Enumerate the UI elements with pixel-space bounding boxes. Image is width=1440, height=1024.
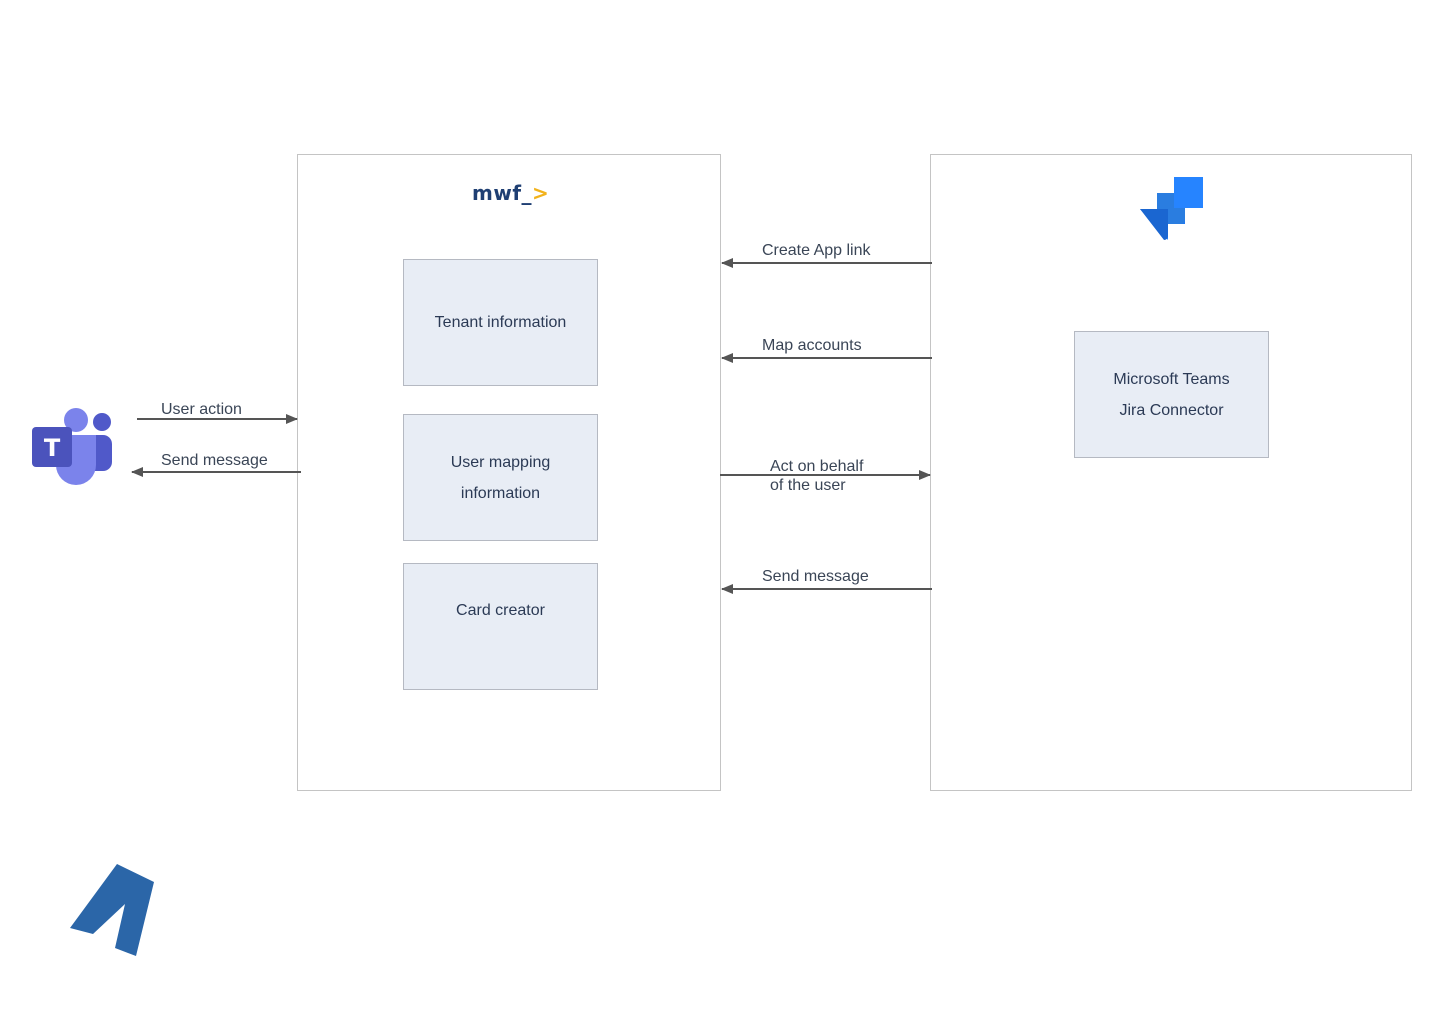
map-accounts-label: Map accounts (762, 337, 862, 354)
card-creator-box: Card creator (403, 563, 598, 690)
act-on-behalf-label: Act on behalf of the user (770, 458, 864, 494)
create-app-link-label: Create App link (762, 242, 871, 259)
mwf-logo-text: mwf_ (472, 181, 533, 205)
tenant-information-box: Tenant information (403, 259, 598, 386)
user-mapping-box: User mapping information (403, 414, 598, 541)
jira-connector-box: Microsoft Teams Jira Connector (1074, 331, 1269, 458)
microsoft-teams-icon: T (32, 408, 112, 485)
teams-letter: T (44, 434, 61, 462)
user-action-label: User action (161, 401, 242, 418)
send-message-jira-label: Send message (762, 568, 869, 585)
mwf-logo-caret: > (532, 181, 550, 205)
company-logo-icon (70, 864, 154, 956)
mwf-logo: mwf_> (472, 181, 549, 205)
jira-icon (1140, 177, 1203, 240)
jira-container (930, 154, 1412, 791)
send-message-teams-label: Send message (161, 452, 268, 469)
